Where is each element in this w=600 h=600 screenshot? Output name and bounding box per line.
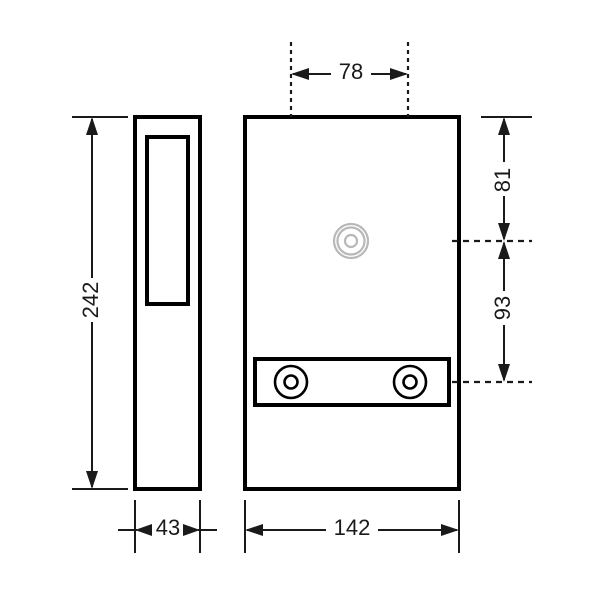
fixing-hole-right <box>392 364 428 400</box>
dimension-43-label: 43 <box>156 515 180 540</box>
dimension-81-arrow-top <box>498 117 510 135</box>
dimension-242-arrow-bottom <box>86 471 98 489</box>
dimension-81-label: 81 <box>490 168 515 192</box>
fixing-hole-left-inner <box>283 374 299 390</box>
dimension-93: 93 <box>490 241 515 382</box>
dimension-93-arrow-top <box>498 241 510 259</box>
dimension-78-arrow-right <box>390 68 408 80</box>
dimension-242-arrow-top <box>86 117 98 135</box>
side-elevation-view <box>133 115 202 491</box>
side-recess-slot <box>145 135 190 306</box>
dimension-78-label: 78 <box>339 59 363 84</box>
dimension-93-label: 93 <box>490 296 515 320</box>
dimension-78-arrow-left <box>291 68 309 80</box>
centerline-extensions <box>452 239 532 384</box>
dimension-81: 81 <box>481 116 532 241</box>
lock-cylinder <box>332 222 370 260</box>
strike-plate <box>253 357 451 407</box>
fixing-hole-left-outer <box>273 364 309 400</box>
dimension-242: 242 <box>72 116 128 490</box>
lock-cylinder-inner-ring <box>343 233 359 249</box>
fixing-hole-right-outer <box>392 364 428 400</box>
dimension-43-arrow-right <box>183 524 200 536</box>
front-view-outline <box>243 115 461 491</box>
dimension-93-arrow-bottom <box>498 364 510 382</box>
lock-cylinder-middle-ring <box>336 226 366 256</box>
front-elevation-view <box>243 115 461 491</box>
dimension-43-arrow-left <box>135 524 152 536</box>
fixing-hole-left <box>273 364 309 400</box>
dimension-142: 142 <box>244 500 460 553</box>
lock-cylinder-outer-ring <box>332 222 370 260</box>
dimension-142-arrow-right <box>441 524 459 536</box>
dimension-78: 78 <box>289 42 410 117</box>
dimension-142-label: 142 <box>334 515 371 540</box>
dimension-242-label: 242 <box>78 282 103 319</box>
dimension-43: 43 <box>118 500 217 553</box>
fixing-hole-right-inner <box>402 374 418 390</box>
dimension-81-arrow-bottom <box>498 223 510 241</box>
dimension-142-arrow-left <box>245 524 263 536</box>
